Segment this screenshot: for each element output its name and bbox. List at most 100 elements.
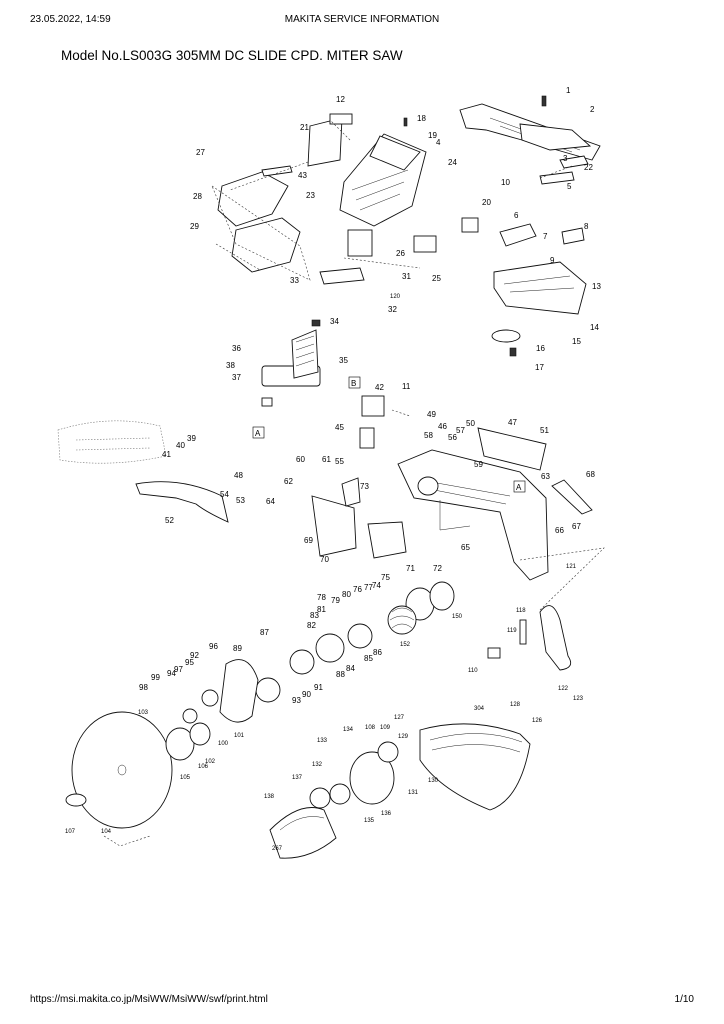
callout-5: 5 xyxy=(567,182,572,191)
callout-134: 134 xyxy=(343,727,354,733)
callout-16: 16 xyxy=(536,344,545,353)
callout-98: 98 xyxy=(139,683,148,692)
callout-37: 37 xyxy=(232,373,241,382)
callout-75: 75 xyxy=(381,573,390,582)
part-blade-guard-304 xyxy=(419,723,531,811)
callout-8: 8 xyxy=(584,222,589,231)
callout-105: 105 xyxy=(180,775,191,781)
callout-123: 123 xyxy=(573,696,584,702)
callout-99: 99 xyxy=(151,673,160,682)
part-washer-96 xyxy=(201,689,219,707)
callout-43: 43 xyxy=(298,171,307,180)
callout-95: 95 xyxy=(185,658,194,667)
part-gear-housing-65 xyxy=(397,449,549,581)
callout-69: 69 xyxy=(304,536,313,545)
callout-66: 66 xyxy=(555,526,564,535)
callout-88: 88 xyxy=(336,670,345,679)
callout-118: 118 xyxy=(516,608,526,614)
part-washer-99 xyxy=(182,708,198,724)
callout-4: 4 xyxy=(436,138,441,147)
footer-url[interactable]: https://msi.makita.co.jp/MsiWW/MsiWW/swf… xyxy=(30,994,268,1005)
callout-68: 68 xyxy=(586,470,595,479)
callout-23: 23 xyxy=(306,191,315,200)
callout-65: 65 xyxy=(461,543,470,552)
part-rod-119 xyxy=(519,619,527,645)
callout-102: 102 xyxy=(205,759,216,765)
part-battery-31 xyxy=(347,229,373,257)
part-bracket-71 xyxy=(367,521,407,559)
callout-27: 27 xyxy=(196,148,205,157)
ref-mark-box-2 xyxy=(513,480,526,493)
part-ghost-motor-unit xyxy=(57,420,167,464)
part-bolt-107 xyxy=(65,793,87,807)
callout-304: 304 xyxy=(474,706,485,712)
callout-84: 84 xyxy=(346,664,355,673)
callout-93: 93 xyxy=(292,696,301,705)
part-gear-case-89 xyxy=(219,659,259,723)
callout-24: 24 xyxy=(448,158,457,167)
callout-47: 47 xyxy=(508,418,517,427)
part-switch xyxy=(499,223,537,247)
callout-152: 152 xyxy=(400,642,411,648)
callout-80: 80 xyxy=(342,590,351,599)
part-trigger xyxy=(559,155,589,169)
callout-130: 130 xyxy=(428,778,439,784)
part-arm-122 xyxy=(539,605,572,671)
callout-10: 10 xyxy=(501,178,510,187)
callout-18: 18 xyxy=(417,114,426,123)
callout-103: 103 xyxy=(138,710,149,716)
part-cover-21 xyxy=(307,117,343,167)
callout-34: 34 xyxy=(330,317,339,326)
callout-150: 150 xyxy=(452,614,463,620)
part-button xyxy=(561,227,585,245)
callout-60: 60 xyxy=(296,455,305,464)
callout-63: 63 xyxy=(541,472,550,481)
page-number: 1/10 xyxy=(674,994,694,1005)
ref-mark-a: A xyxy=(516,483,522,492)
part-controller-28 xyxy=(217,171,289,227)
part-bearing-150b xyxy=(429,581,455,611)
callout-19: 19 xyxy=(428,131,437,140)
part-label-25 xyxy=(413,235,437,253)
callout-6: 6 xyxy=(514,211,519,220)
diagram-parts xyxy=(57,95,605,859)
callout-133: 133 xyxy=(317,738,328,744)
callout-15: 15 xyxy=(572,337,581,346)
callout-39: 39 xyxy=(187,434,196,443)
callout-120: 120 xyxy=(390,294,401,300)
callout-35: 35 xyxy=(339,356,348,365)
callout-96: 96 xyxy=(209,642,218,651)
callout-71: 71 xyxy=(406,564,415,573)
part-plate-68 xyxy=(551,479,593,515)
callout-17: 17 xyxy=(535,363,544,372)
callout-36: 36 xyxy=(232,344,241,353)
callout-45: 45 xyxy=(335,423,344,432)
callout-122: 122 xyxy=(558,686,569,692)
part-cover xyxy=(369,135,421,171)
callout-86: 86 xyxy=(373,648,382,657)
part-handle-base xyxy=(493,261,587,315)
callout-53: 53 xyxy=(236,496,245,505)
callout-101: 101 xyxy=(234,733,245,739)
callout-81: 81 xyxy=(317,605,326,614)
callout-82: 82 xyxy=(307,621,316,630)
callout-40: 40 xyxy=(176,441,185,450)
part-screw-18 xyxy=(403,117,408,127)
callout-108: 108 xyxy=(365,725,376,731)
part-module xyxy=(461,217,479,233)
callout-89: 89 xyxy=(233,644,242,653)
callout-11: 11 xyxy=(402,382,411,391)
callout-59: 59 xyxy=(474,460,483,469)
callout-110: 110 xyxy=(468,668,478,674)
callout-72: 72 xyxy=(433,564,442,573)
part-lever-61 xyxy=(341,477,361,507)
part-ring-136 xyxy=(329,783,351,805)
callout-54: 54 xyxy=(220,490,229,499)
part-bearing-34 xyxy=(311,319,321,327)
part-link-52 xyxy=(135,481,229,523)
callout-55: 55 xyxy=(335,457,344,466)
callout-2: 2 xyxy=(590,105,595,114)
callout-58: 58 xyxy=(424,431,433,440)
callout-132: 132 xyxy=(312,762,323,768)
